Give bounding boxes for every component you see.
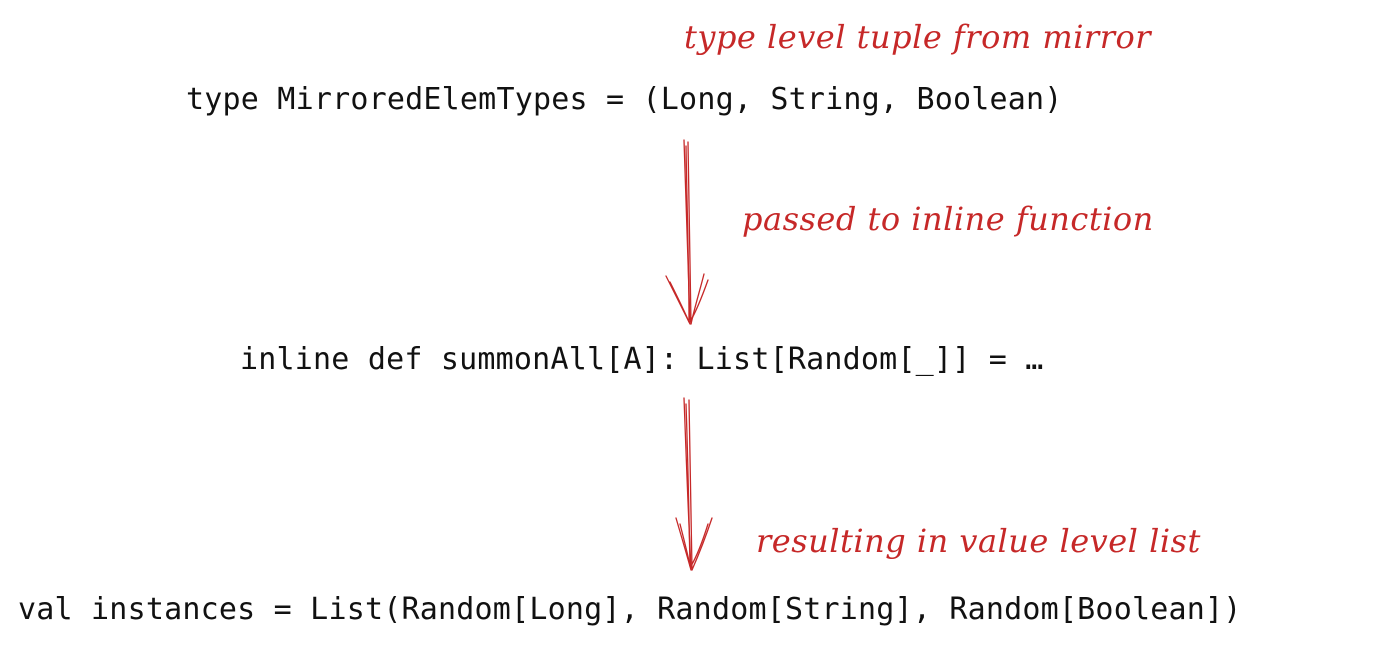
annotation-resulting-value-list: resulting in value level list <box>756 522 1201 560</box>
code-inline-def-line: inline def summonAll[A]: List[Random[_]]… <box>240 342 1044 377</box>
down-arrow-1 <box>665 139 709 325</box>
code-val-instances-line: val instances = List(Random[Long], Rando… <box>18 592 1242 627</box>
annotation-type-level-tuple: type level tuple from mirror <box>684 18 1152 56</box>
down-arrow-2 <box>675 397 713 571</box>
code-type-alias-line: type MirroredElemTypes = (Long, String, … <box>186 82 1063 117</box>
annotation-passed-to-inline: passed to inline function <box>742 200 1154 238</box>
